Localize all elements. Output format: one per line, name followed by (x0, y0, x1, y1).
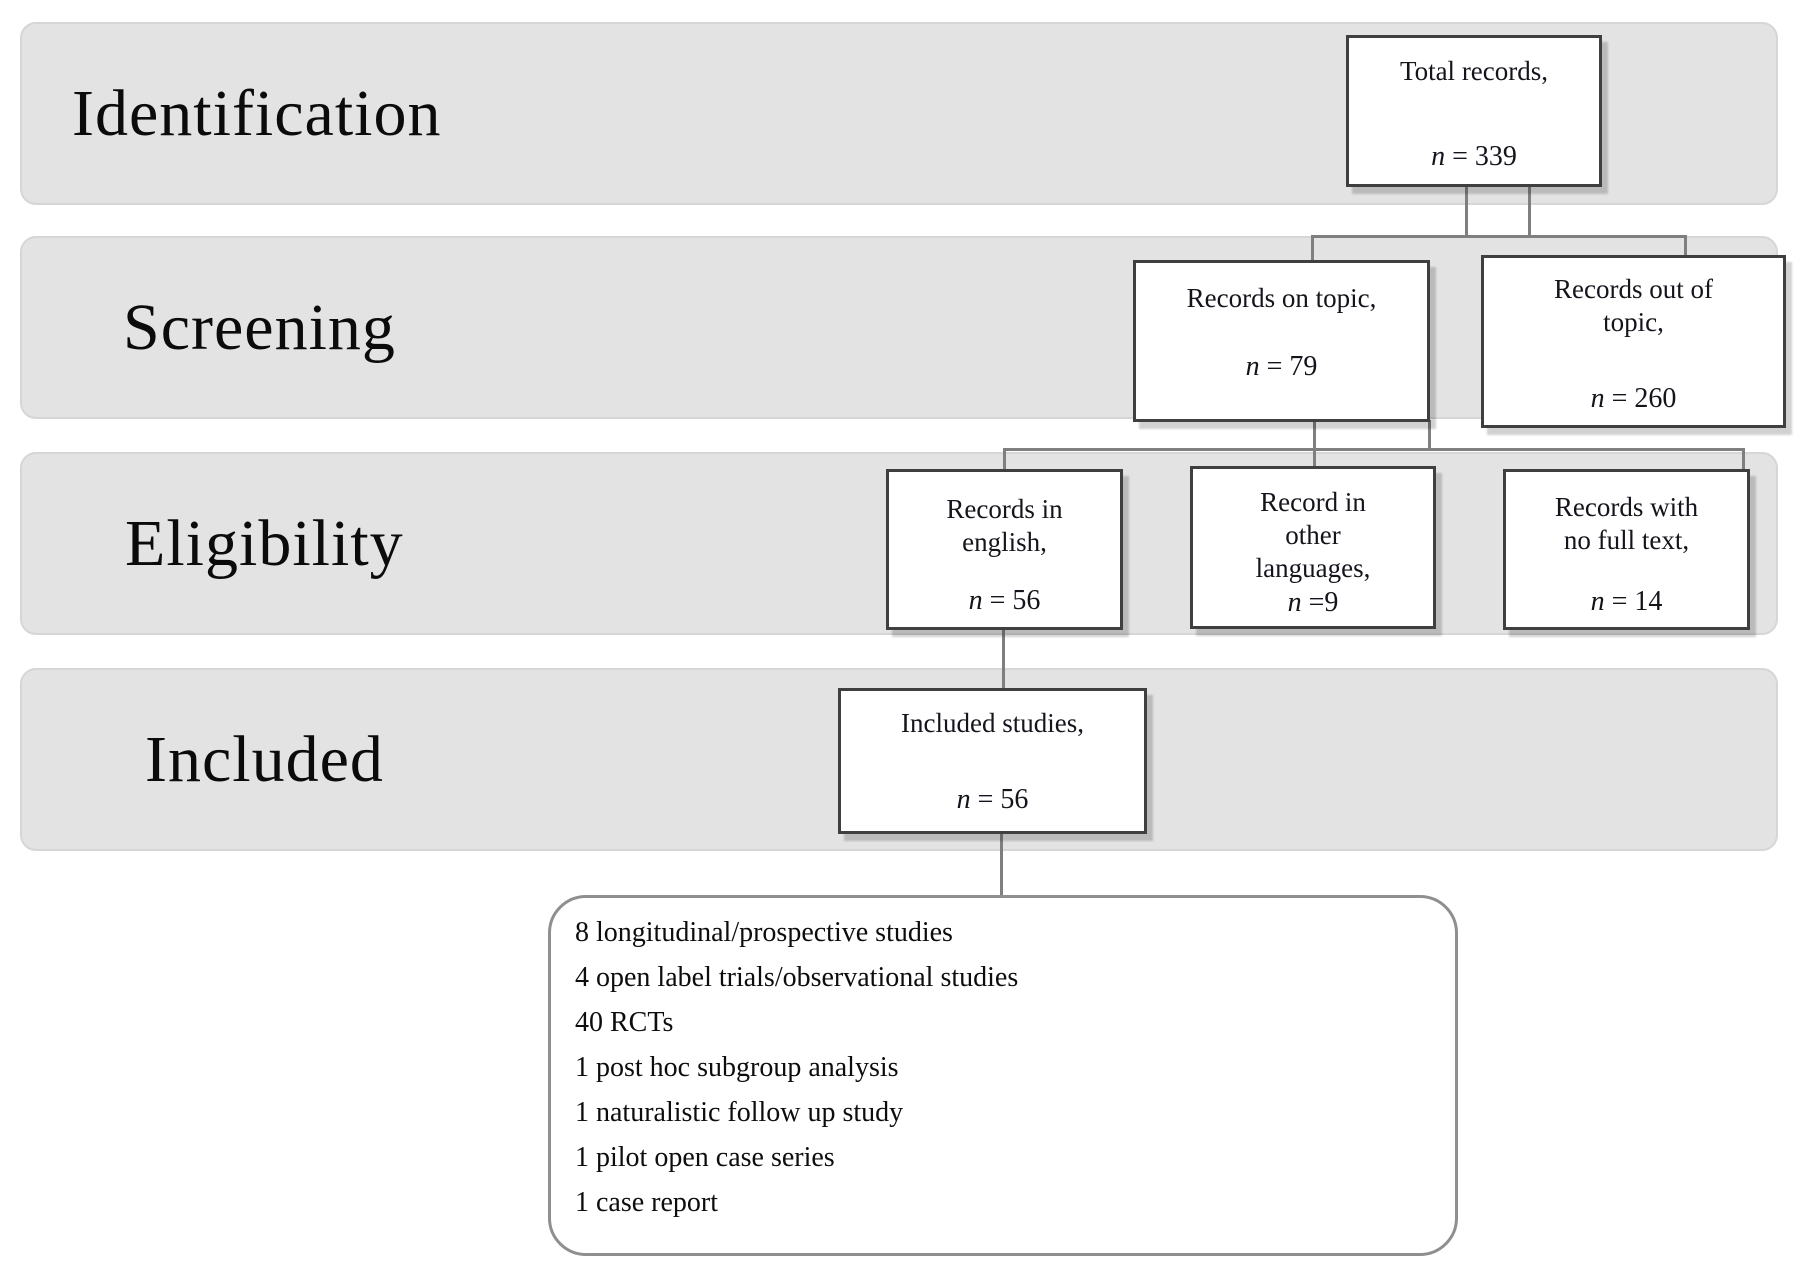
details-item: 1 case report (575, 1187, 719, 1218)
n-rest: = 339 (1445, 141, 1517, 172)
connector-line (1311, 235, 1314, 262)
band-label-identification: Identification (72, 76, 442, 150)
details-item: 1 post hoc subgroup analysis (575, 1052, 899, 1083)
n-rest: =9 (1301, 587, 1339, 618)
box-title: Records on topic, (1186, 283, 1377, 313)
connector-line (1311, 235, 1687, 238)
band-label-eligibility: Eligibility (125, 506, 404, 580)
box-title: Records with no full text, (1554, 492, 1699, 555)
connector-line (1000, 833, 1003, 897)
n-rest: = 260 (1604, 383, 1677, 414)
connector-line (1684, 235, 1687, 257)
n-symbol: n (1287, 587, 1302, 618)
box-title: Records in english, (946, 494, 1063, 557)
n-rest: = 56 (970, 784, 1029, 815)
n-rest: = 14 (1604, 586, 1663, 617)
connector-line (1465, 187, 1468, 238)
n-symbol: n (1431, 141, 1446, 172)
box-n-value: n = 56 (889, 585, 1120, 617)
connector-line (1528, 187, 1531, 238)
box-n-value: n = 339 (1349, 141, 1599, 173)
details-item: 4 open label trials/observational studie… (575, 962, 1019, 993)
connector-line (1313, 420, 1316, 450)
box-n-value: n = 56 (841, 784, 1144, 816)
n-symbol: n (1590, 586, 1605, 617)
n-symbol: n (956, 784, 971, 815)
box-n-value: n = 260 (1484, 383, 1783, 415)
box-n-value: n =9 (1193, 587, 1433, 619)
details-item: 1 pilot open case series (575, 1142, 835, 1173)
connector-line (1002, 629, 1005, 691)
connector-line (1003, 448, 1006, 472)
box-title: Records out of topic, (1554, 274, 1713, 337)
flow-box-records-out-of-topic: Records out of topic, n = 260 (1481, 255, 1786, 428)
n-rest: = 56 (982, 585, 1041, 616)
connector-line (1313, 448, 1316, 468)
flow-box-total-records: Total records, n = 339 (1346, 35, 1602, 187)
n-symbol: n (968, 585, 983, 616)
box-title: Record in other languages, (1255, 487, 1371, 583)
flow-box-records-in-english: Records in english, n = 56 (886, 469, 1123, 630)
included-details-box: 8 longitudinal/prospective studies 4 ope… (548, 895, 1458, 1256)
flow-box-records-on-topic: Records on topic, n = 79 (1133, 260, 1430, 422)
band-label-screening: Screening (123, 290, 396, 364)
flow-box-record-other-languages: Record in other languages, n =9 (1190, 466, 1436, 629)
n-symbol: n (1245, 351, 1260, 382)
n-rest: = 79 (1259, 351, 1318, 382)
box-title: Total records, (1399, 56, 1549, 86)
box-title: Included studies, (901, 708, 1084, 738)
n-symbol: n (1590, 383, 1605, 414)
connector-line (1742, 448, 1745, 472)
details-item: 40 RCTs (575, 1007, 674, 1038)
flow-box-records-no-full-text: Records with no full text, n = 14 (1503, 469, 1750, 630)
details-item: 8 longitudinal/prospective studies (575, 917, 953, 948)
details-item: 1 naturalistic follow up study (575, 1097, 904, 1128)
box-n-value: n = 79 (1136, 351, 1427, 383)
flow-box-included-studies: Included studies, n = 56 (838, 688, 1147, 834)
connector-line (1428, 420, 1431, 450)
band-label-included: Included (145, 722, 384, 796)
box-n-value: n = 14 (1506, 586, 1747, 618)
connector-line (1003, 448, 1745, 451)
